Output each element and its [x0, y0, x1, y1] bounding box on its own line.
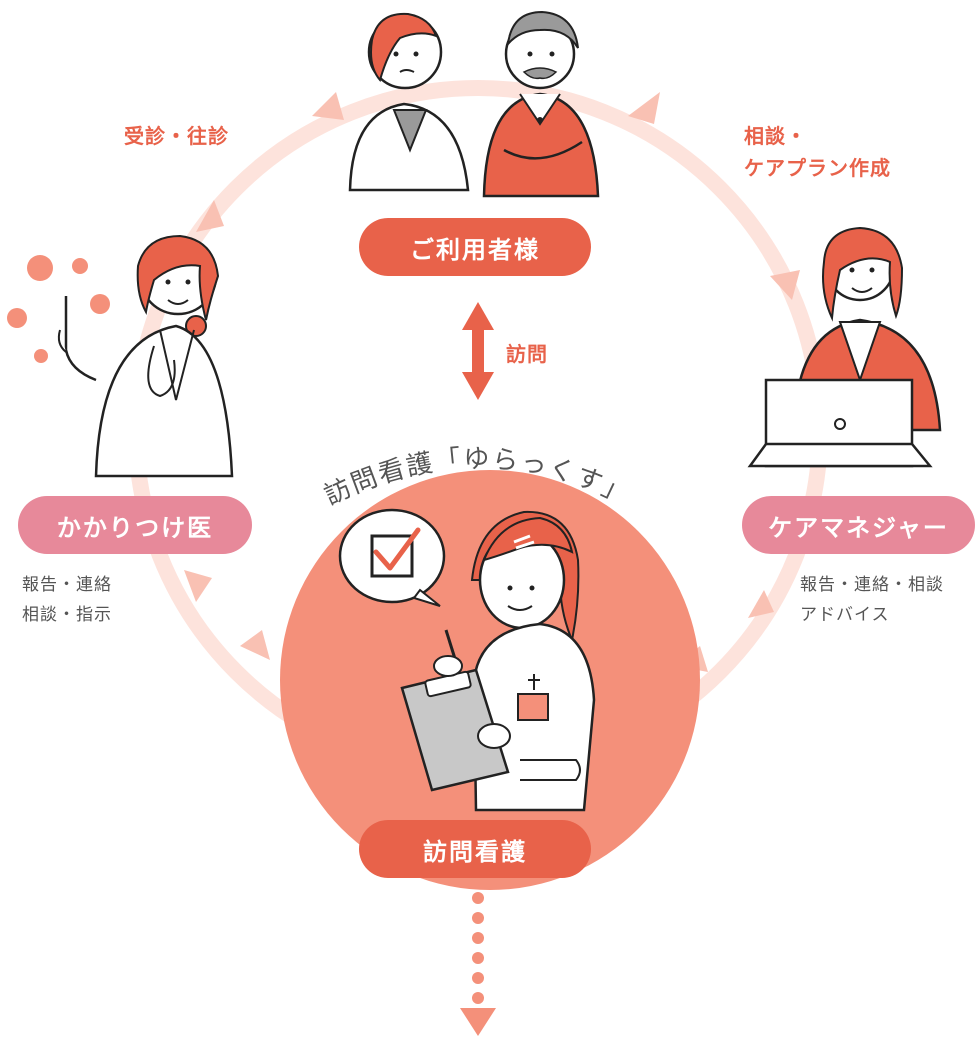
checklist-speech-bubble	[338, 508, 446, 607]
nurse-illustration	[400, 510, 596, 812]
edge-label-doctor-nursing: 報告・連絡 相談・指示	[22, 570, 112, 630]
edge-label-caremanager-nursing-line1: 報告・連絡・相談	[800, 575, 944, 595]
edge-label-doctor-nursing-line2: 相談・指示	[22, 605, 112, 625]
node-user: ご利用者様	[359, 218, 591, 276]
edge-label-caremanager-nursing: 報告・連絡・相談 アドバイス	[800, 570, 944, 630]
edge-label-user-caremanager: 相談・ ケアプラン作成	[744, 120, 891, 184]
visit-arrow	[462, 302, 494, 400]
care-manager-illustration	[747, 226, 942, 468]
node-doctor: かかりつけ医	[18, 496, 252, 554]
continuation-arrow	[460, 892, 496, 1036]
edge-label-user-caremanager-line1: 相談・	[744, 124, 807, 148]
doctor-illustration	[7, 234, 234, 478]
user-couple-illustration	[348, 10, 600, 198]
edge-label-doctor-nursing-line1: 報告・連絡	[22, 575, 112, 595]
edge-label-visit: 訪問	[506, 342, 548, 366]
node-nursing: 訪問看護	[359, 820, 591, 878]
edge-label-caremanager-nursing-line2: アドバイス	[800, 605, 890, 625]
edge-label-user-caremanager-line2: ケアプラン作成	[744, 156, 891, 180]
node-care-manager: ケアマネジャー	[742, 496, 975, 554]
edge-label-user-doctor: 受診・往診	[124, 124, 229, 148]
checkmark-icon	[373, 527, 421, 571]
